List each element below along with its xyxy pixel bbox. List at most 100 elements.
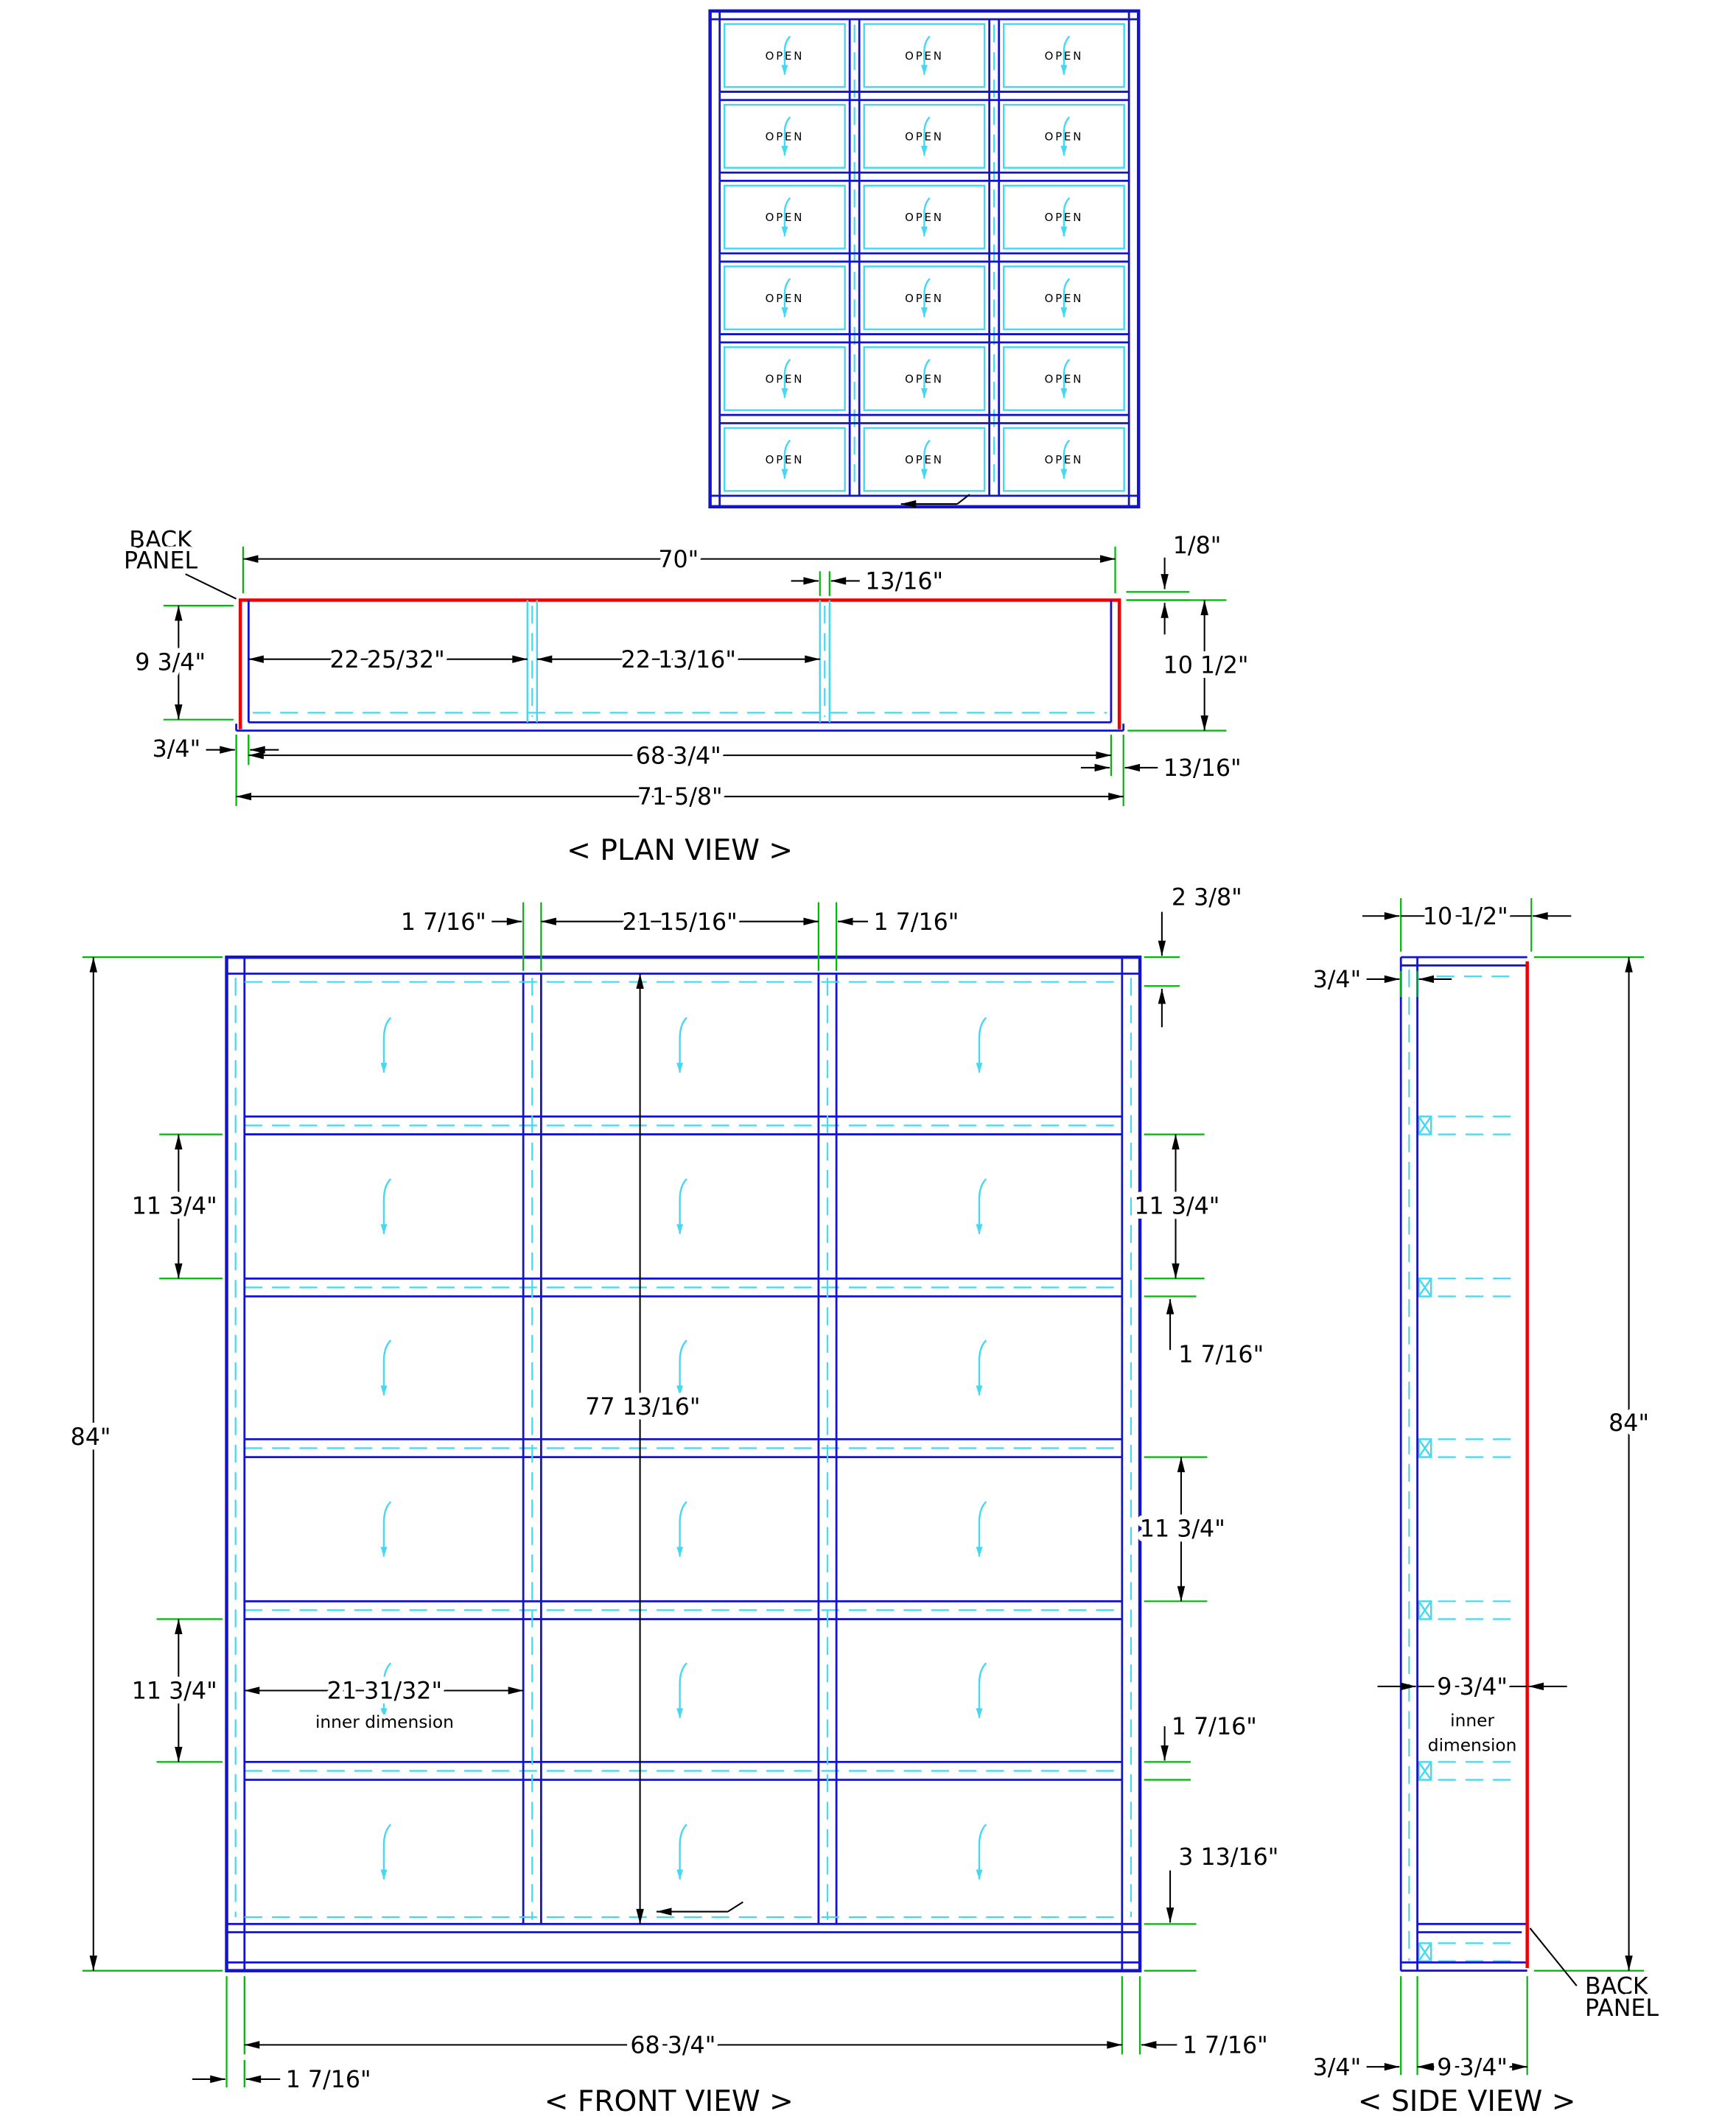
open-compartment: OPEN (724, 23, 846, 88)
dim-label-right-panel: 13/16" (1163, 755, 1242, 782)
down-arrow-icon (976, 1501, 987, 1558)
dim-inner-depth: 9 3/4" inner dimension (1377, 1670, 1567, 1759)
down-arrow-icon (676, 1178, 687, 1235)
down-arrow-icon (781, 359, 791, 399)
open-cell-label: OPEN (766, 373, 804, 386)
down-arrow-icon (380, 1824, 392, 1880)
plan-divider-centerlines (531, 605, 826, 717)
dim-label-back-thickness: 1/8" (1173, 533, 1222, 559)
down-arrow-icon (781, 197, 791, 237)
dim-label-shelf-lower: 1 7/16" (1172, 1714, 1257, 1740)
down-arrow-icon (976, 1017, 987, 1073)
dim-label-center-bay: 21 15/16" (623, 909, 738, 936)
open-compartment: OPEN (1003, 346, 1125, 411)
open-cell-label: OPEN (1045, 453, 1083, 466)
open-compartment: OPEN (724, 104, 846, 169)
dim-right-panel: 13/16" (1080, 735, 1246, 807)
dim-side-thickness: 3/4" (147, 731, 279, 768)
shelf-pin-icon (1418, 1942, 1432, 1962)
dim-front-edge-top: 3/4" (1308, 962, 1452, 998)
open-cell-label: OPEN (766, 49, 804, 63)
down-arrow-icon (781, 35, 791, 75)
dim-overall-top: 70" (242, 542, 1116, 594)
open-cell-label: OPEN (1045, 49, 1083, 63)
down-arrow-icon (380, 1339, 392, 1396)
down-arrow-icon (781, 116, 791, 156)
open-compartment: OPEN (863, 104, 986, 169)
down-arrow-icon (676, 1824, 687, 1880)
compartment-grid: OPEN OPEN OPEN OPEN OPEN OPEN OPEN OPEN OPEN OPEN… (708, 9, 1141, 509)
front-view: 1 7/16" 21 15/16" 1 7/16" 2 3/8" 84" 11 … (66, 880, 1284, 2118)
open-cell-label: OPEN (905, 211, 943, 224)
down-arrow-icon (676, 1501, 687, 1558)
side-view-title: < SIDE VIEW > (1358, 2085, 1576, 2118)
dim-label-inner-depth: 9 3/4" (1437, 1674, 1508, 1701)
dim-overall-depth: 10 1/2" (1362, 897, 1572, 952)
down-arrow-icon (976, 1662, 987, 1719)
side-structure (1418, 1115, 1519, 1962)
dim-right-divider: 1 7/16" (837, 904, 964, 940)
dim-label-left-panel: 1 7/16" (286, 2067, 371, 2093)
dim-row-lower-left: 11 3/4" (127, 1618, 223, 1763)
down-arrow-icon (920, 35, 931, 75)
dim-label-inner-width: 68 3/4" (630, 2033, 715, 2059)
dim-label-left-divider: 1 7/16" (401, 909, 486, 936)
dim-front-edge-bottom: 3/4" (1308, 1976, 1452, 2086)
ground-arrow-icon (656, 1901, 743, 1916)
shelf-pin-icon (1418, 1278, 1432, 1297)
open-cell-label: OPEN (905, 49, 943, 63)
dim-label-right-panel: 1 7/16" (1183, 2033, 1268, 2059)
open-compartment: OPEN (1003, 23, 1125, 88)
dim-label-center-bay: 22 13/16" (621, 647, 736, 673)
open-cell-label: OPEN (905, 292, 943, 305)
down-arrow-icon (920, 197, 931, 237)
dim-left-panel: 1 7/16" (192, 1976, 376, 2098)
dim-note-left-bay: inner dimension (315, 1712, 454, 1732)
side-view: 10 1/2" 3/4" 84" 9 3/4" inner dimension … (1308, 897, 1664, 2118)
dim-overall-height: 84" (1533, 956, 1654, 1972)
down-arrow-icon (380, 1662, 392, 1719)
dim-inner-width: 68 3/4" (243, 1976, 1123, 2064)
dim-label-top-rail: 2 3/8" (1172, 884, 1242, 911)
down-arrow-icon (920, 278, 931, 318)
dim-left-divider: 1 7/16" (396, 902, 542, 971)
down-arrow-icon (380, 1017, 392, 1073)
dim-center-bay: 22 13/16" (536, 642, 820, 678)
open-cell-label: OPEN (1045, 292, 1083, 305)
down-arrow-icon (976, 1178, 987, 1235)
down-arrow-icon (976, 1824, 987, 1880)
open-cell-label: OPEN (905, 130, 943, 144)
dim-right-panel: 1 7/16" (1138, 1976, 1273, 2064)
down-arrow-icon (1060, 359, 1071, 399)
dim-shelf-lower: 1 7/16" (1144, 1709, 1261, 1781)
open-compartment: OPEN (1003, 184, 1125, 250)
dim-label-left-bay: 22 25/32" (330, 647, 445, 673)
down-arrow-icon (1060, 439, 1071, 480)
dim-label-row-lower-right: 11 3/4" (1140, 1516, 1225, 1543)
back-panel-label-line1: BACK (129, 528, 193, 554)
open-compartment: OPEN (863, 23, 986, 88)
open-cell-label: OPEN (905, 453, 943, 466)
dim-inner-depth-bottom: 9 3/4" (1417, 1976, 1528, 2086)
open-cell-label: OPEN (766, 130, 804, 144)
dim-label-overall-height: 84" (1609, 1410, 1649, 1437)
dim-label-side-thickness: 3/4" (153, 736, 201, 763)
dim-label-left-bay: 21 31/32" (327, 1678, 442, 1705)
down-arrow-icon (920, 116, 931, 156)
down-arrow-icon (976, 1339, 987, 1396)
dim-label-divider-thickness: 13/16" (865, 569, 943, 595)
dim-label-row-upper-left: 11 3/4" (132, 1194, 217, 1220)
front-carcase-lines (226, 957, 1141, 1971)
down-arrow-icon (1060, 197, 1071, 237)
dim-label-inner-height: 77 13/16" (585, 1394, 700, 1421)
open-compartment: OPEN (863, 346, 986, 411)
down-arrow-icon (676, 1339, 687, 1396)
open-compartment: OPEN (1003, 265, 1125, 331)
shelf-pin-icon (1418, 1115, 1432, 1135)
dim-back-thickness: 1/8" (1126, 528, 1226, 635)
open-compartment: OPEN (724, 346, 846, 411)
down-arrow-icon (781, 278, 791, 318)
dim-shelf-upper: 1 7/16" (1144, 1295, 1269, 1373)
plan-view-title: < PLAN VIEW > (567, 834, 793, 867)
dim-row-upper-right: 11 3/4" (1130, 1133, 1225, 1280)
